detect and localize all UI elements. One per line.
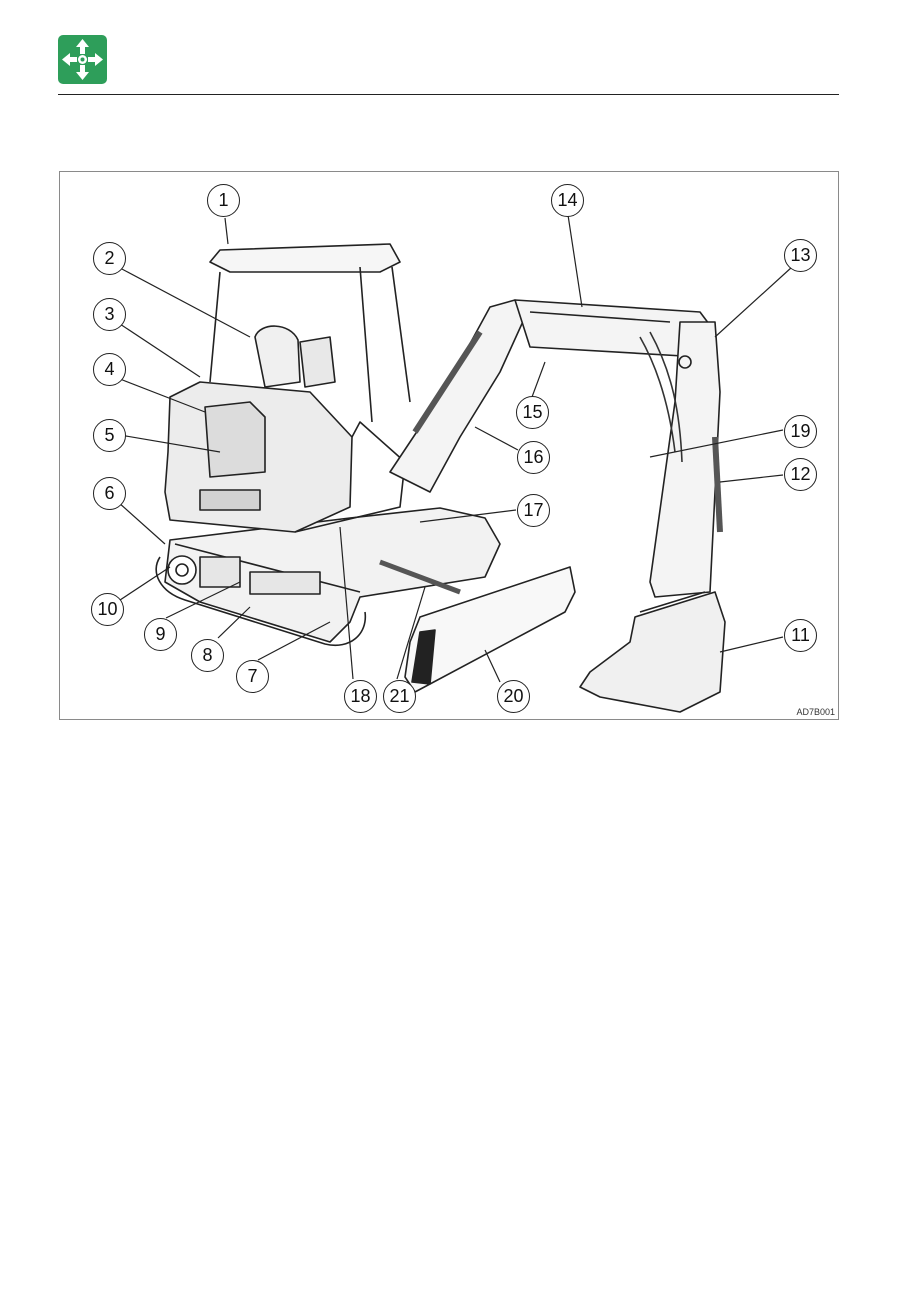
callout-11: 11	[784, 619, 817, 652]
callout-18: 18	[344, 680, 377, 713]
figure-code: AD7B001	[796, 707, 835, 717]
callout-3: 3	[93, 298, 126, 331]
callout-15: 15	[516, 396, 549, 429]
header-rule	[58, 94, 839, 95]
callout-4: 4	[93, 353, 126, 386]
callout-14: 14	[551, 184, 584, 217]
four-way-arrows-icon	[58, 35, 107, 84]
callout-2: 2	[93, 242, 126, 275]
excavator-figure: 1 2 3 4 5 6 7 8 9 10 11 12 13 14 15 16 1…	[59, 171, 839, 720]
callout-21: 21	[383, 680, 416, 713]
callout-13: 13	[784, 239, 817, 272]
callout-16: 16	[517, 441, 550, 474]
callout-9: 9	[144, 618, 177, 651]
callout-12: 12	[784, 458, 817, 491]
callout-5: 5	[93, 419, 126, 452]
callout-1: 1	[207, 184, 240, 217]
callout-6: 6	[93, 477, 126, 510]
callout-20: 20	[497, 680, 530, 713]
excavator-drawing	[117, 214, 793, 713]
callout-8: 8	[191, 639, 224, 672]
callout-19: 19	[784, 415, 817, 448]
callout-7: 7	[236, 660, 269, 693]
callout-17: 17	[517, 494, 550, 527]
callout-10: 10	[91, 593, 124, 626]
